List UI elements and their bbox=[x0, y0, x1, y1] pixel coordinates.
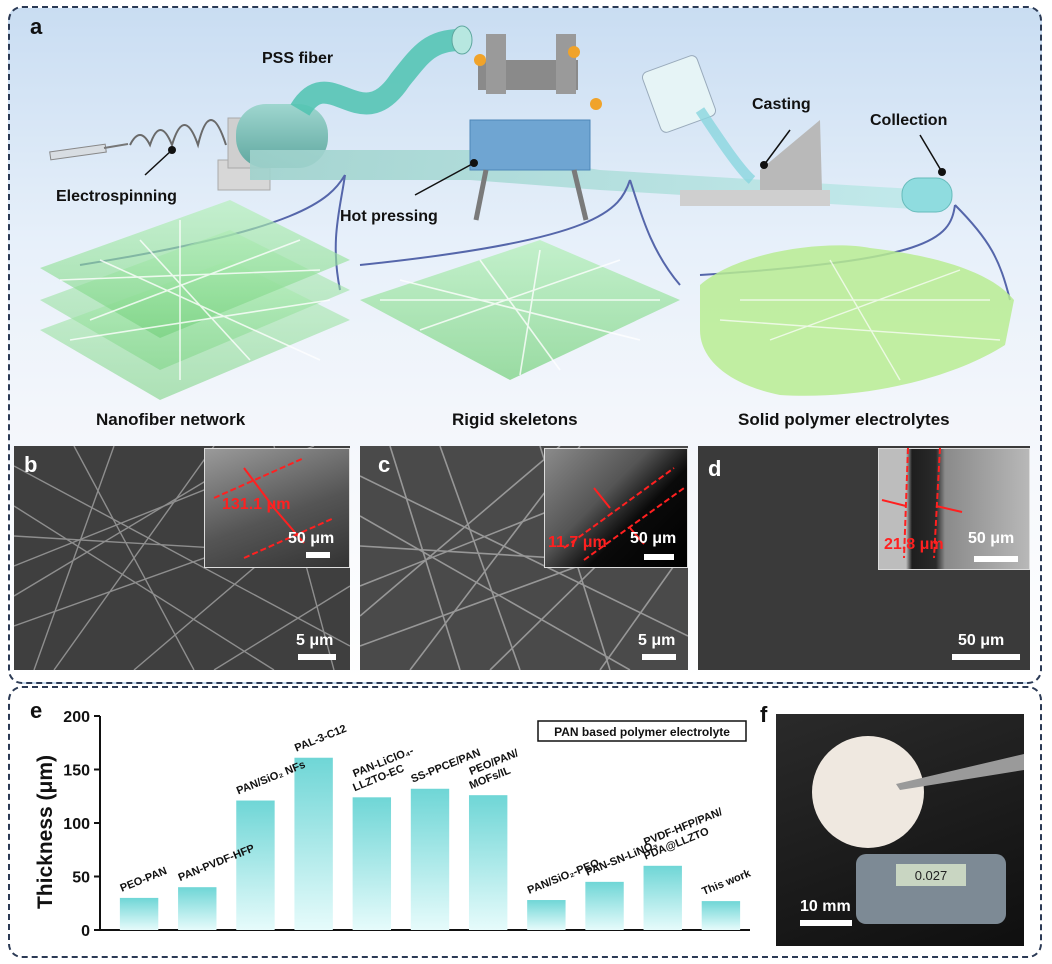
collection-roller bbox=[902, 178, 952, 212]
label-hot-pressing: Hot pressing bbox=[340, 208, 438, 226]
syringe-icon bbox=[50, 144, 128, 160]
casting-blade bbox=[760, 120, 822, 190]
sem-c-scale-label: 5 μm bbox=[638, 632, 675, 650]
chart-y-tick-label: 150 bbox=[63, 763, 90, 780]
inset-b-scale-label: 50 μm bbox=[288, 530, 334, 548]
hot-press-machine bbox=[470, 34, 602, 220]
inset-d-scale-label: 50 μm bbox=[968, 530, 1014, 548]
chart-bar bbox=[294, 758, 332, 930]
chart-bar bbox=[353, 797, 391, 930]
chart-bar-label: PEO-PAN bbox=[119, 865, 169, 895]
chart-y-tick-label: 200 bbox=[63, 709, 90, 726]
beaker-icon bbox=[641, 54, 752, 180]
inset-d-scalebar bbox=[974, 556, 1018, 562]
chart-bar bbox=[178, 887, 216, 930]
chart-bar-label: This work bbox=[700, 867, 753, 898]
chart-bar bbox=[469, 795, 507, 930]
electrospinning-jet bbox=[130, 120, 226, 145]
caption-solid-polymer-electrolytes: Solid polymer electrolytes bbox=[738, 410, 950, 430]
inset-b-scalebar bbox=[306, 552, 330, 558]
process-illustration bbox=[0, 0, 1052, 440]
label-casting: Casting bbox=[752, 96, 811, 114]
chart-bar bbox=[411, 789, 449, 930]
chart-bar bbox=[585, 882, 623, 930]
label-electrospinning: Electrospinning bbox=[56, 188, 177, 206]
chart-y-tick-label: 100 bbox=[63, 816, 90, 833]
rigid-skeletons-illustration bbox=[360, 240, 680, 380]
label-pss-fiber: PSS fiber bbox=[262, 50, 333, 68]
chart-legend-text: PAN based polymer electrolyte bbox=[554, 725, 730, 739]
micrometer-reading: 0.027 bbox=[915, 868, 948, 883]
chart-y-axis-label: Thickness (μm) bbox=[34, 755, 57, 909]
inset-c-scale-label: 50 μm bbox=[630, 530, 676, 548]
solid-polymer-electrolyte-illustration bbox=[700, 245, 1014, 395]
panel-c-label: c bbox=[378, 452, 390, 478]
inset-c-thickness: 11.7 μm bbox=[548, 534, 607, 552]
photo-f-scale-label: 10 mm bbox=[800, 898, 851, 916]
panel-b-label: b bbox=[24, 452, 37, 478]
panel-d-label: d bbox=[708, 456, 721, 482]
membrane-disc bbox=[812, 736, 924, 848]
chart-bar-label: PAL-3-C12 bbox=[293, 723, 348, 755]
chart-y-tick-label: 0 bbox=[81, 923, 90, 940]
inset-c-scalebar bbox=[644, 554, 674, 560]
inset-b-thickness: 131.1 μm bbox=[222, 496, 291, 514]
sem-d-scale-label: 50 μm bbox=[958, 632, 1004, 650]
chart-y-tick-label: 50 bbox=[72, 870, 90, 887]
inset-d-thickness: 21.8 μm bbox=[884, 536, 944, 554]
caption-rigid-skeletons: Rigid skeletons bbox=[452, 410, 578, 430]
chart-bar bbox=[236, 801, 274, 930]
photo-f-scalebar bbox=[800, 920, 852, 926]
nanofiber-network-illustration bbox=[40, 200, 350, 400]
chart-bar bbox=[702, 901, 740, 930]
sem-d-scalebar bbox=[952, 654, 1020, 660]
chart-bar bbox=[120, 898, 158, 930]
caption-nanofiber-network: Nanofiber network bbox=[96, 410, 245, 430]
sem-b-scalebar bbox=[298, 654, 336, 660]
sem-c-scalebar bbox=[642, 654, 676, 660]
sem-b-scale-label: 5 μm bbox=[296, 632, 333, 650]
panel-f-label: f bbox=[760, 702, 767, 728]
chart-bar bbox=[644, 866, 682, 930]
label-collection: Collection bbox=[870, 112, 947, 130]
chart-bar bbox=[527, 900, 565, 930]
